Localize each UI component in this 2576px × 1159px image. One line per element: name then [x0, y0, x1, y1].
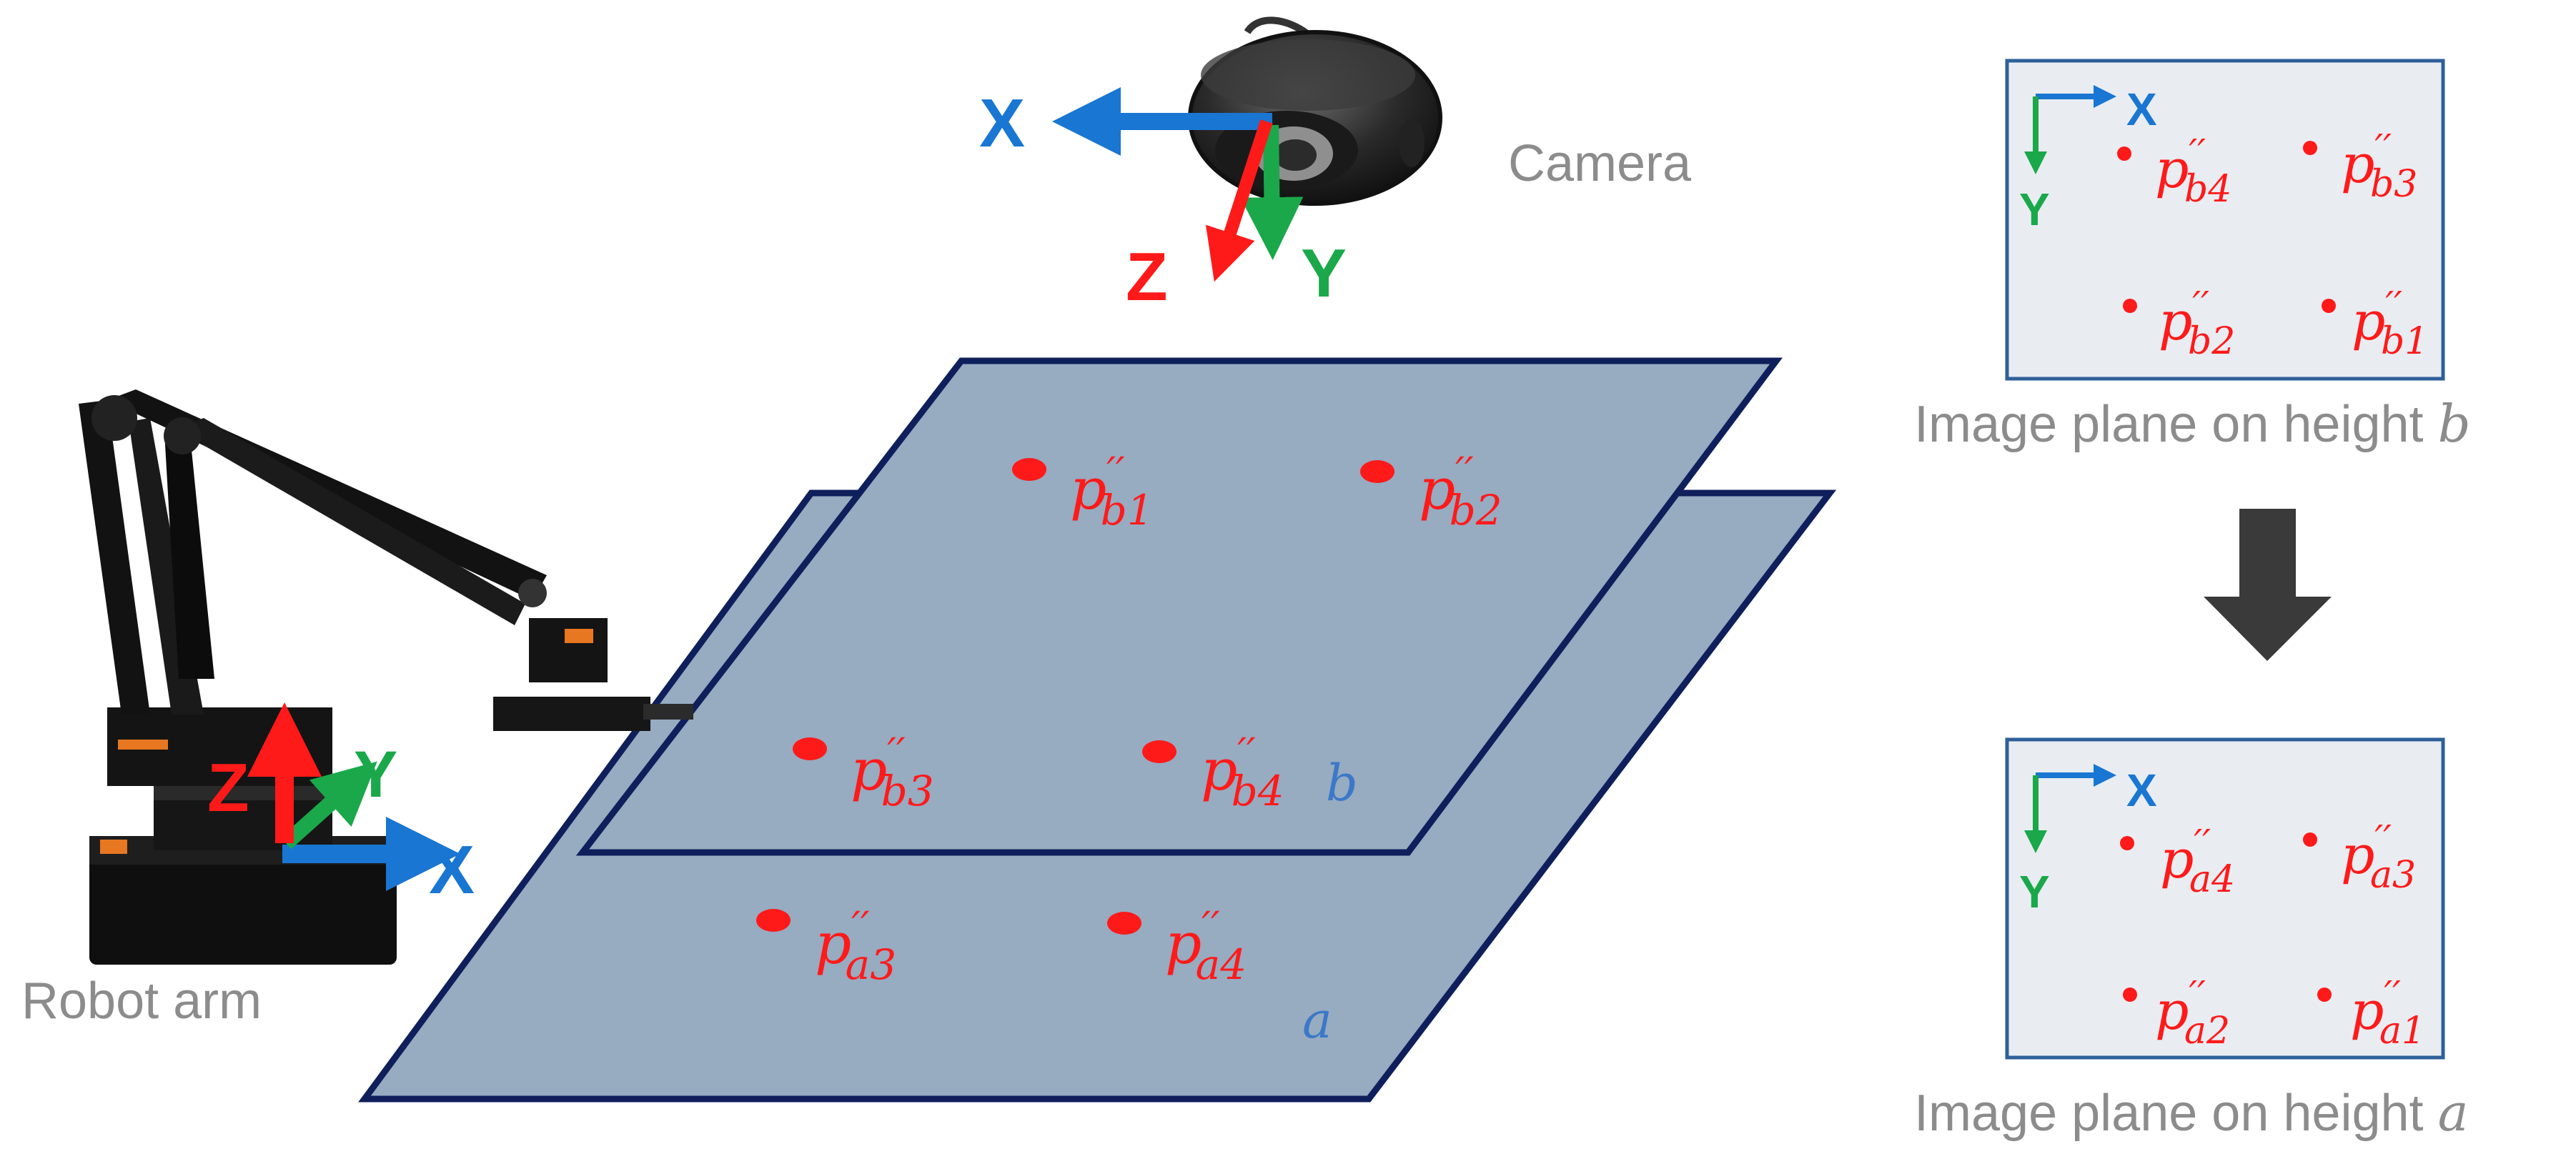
image-plane-panel-b: X Y p′′b4 p′′b3 p′′b2 p′′b1: [2005, 59, 2445, 381]
panel-b-y-label: Y: [2019, 184, 2050, 235]
panel-b-point-4: p′′b4: [2155, 132, 2231, 211]
panel-b-point-2: p′′b2: [2159, 284, 2235, 363]
down-arrow-icon: [2204, 509, 2332, 661]
point-marker: [1142, 740, 1176, 763]
point-label-pb3: p′′b3: [851, 730, 934, 815]
point-marker: [1012, 458, 1046, 481]
camera-icon: [1188, 16, 1442, 206]
robot-z-label: Z: [207, 750, 249, 826]
camera-x-label: X: [979, 85, 1025, 161]
panel-b-x-label: X: [2126, 84, 2157, 135]
plane-b-label: b: [1326, 754, 1358, 812]
plane-a-points: p′′a3 p′′a4: [756, 904, 1247, 989]
robot-y-arrow: [280, 761, 377, 850]
panel-a-point-3: p′′a3: [2341, 818, 2416, 897]
camera-y-label: Y: [1301, 235, 1347, 312]
point-marker: [1107, 912, 1141, 935]
point-marker: [2123, 988, 2137, 1002]
point-marker: [2120, 836, 2134, 850]
point-marker: [2303, 141, 2317, 155]
point-label-pb4: p′′b4: [1201, 730, 1284, 815]
plane-a-label: a: [1302, 991, 1332, 1050]
camera-y-arrow: [1240, 124, 1304, 260]
point-marker: [756, 909, 791, 932]
point-label-pb1: p′′b1: [1070, 449, 1154, 534]
image-plane-a-caption: Image plane on height a: [1914, 1083, 2469, 1143]
image-plane-b-caption: Image plane on height b: [1914, 394, 2471, 454]
point-marker: [2303, 832, 2317, 847]
point-marker: [2322, 299, 2336, 313]
point-marker: [2117, 146, 2131, 161]
point-marker: [2317, 988, 2332, 1002]
point-marker: [1360, 460, 1394, 483]
panel-a-point-2: p′′a2: [2155, 974, 2230, 1053]
camera-axes: X Y Z: [979, 85, 1347, 315]
panel-a-point-4: p′′a4: [2160, 822, 2235, 901]
camera-label: Camera: [1508, 135, 1692, 192]
panel-b-point-3: p′′b3: [2341, 127, 2417, 206]
plane-b-points: p′′b1 p′′b2 p′′b3 p′′b4: [793, 449, 1502, 815]
point-label-pa4: p′′a4: [1165, 904, 1247, 989]
panel-a-y-label: Y: [2019, 866, 2050, 917]
robot-axes: X Y Z: [207, 702, 475, 908]
camera-z-label: Z: [1126, 239, 1168, 315]
panel-a-point-1: p′′a1: [2350, 974, 2425, 1053]
plane-b: [575, 357, 1783, 856]
robot-y-label: Y: [354, 738, 397, 811]
robot-x-label: X: [429, 832, 475, 908]
point-marker: [793, 737, 827, 760]
point-label-pa3: p′′a3: [815, 904, 896, 989]
camera-z-arrow: [1205, 119, 1273, 282]
point-label-pb2: p′′b2: [1419, 449, 1502, 534]
image-plane-panel-a: X Y p′′a4 p′′a3 p′′a2 p′′a1: [2005, 737, 2445, 1060]
panel-a-x-label: X: [2126, 765, 2157, 816]
panel-b-point-1: p′′b1: [2352, 284, 2428, 363]
point-marker: [2123, 299, 2137, 313]
robot-arm-label: Robot arm: [21, 973, 262, 1030]
robot-arm-icon: [79, 389, 693, 965]
